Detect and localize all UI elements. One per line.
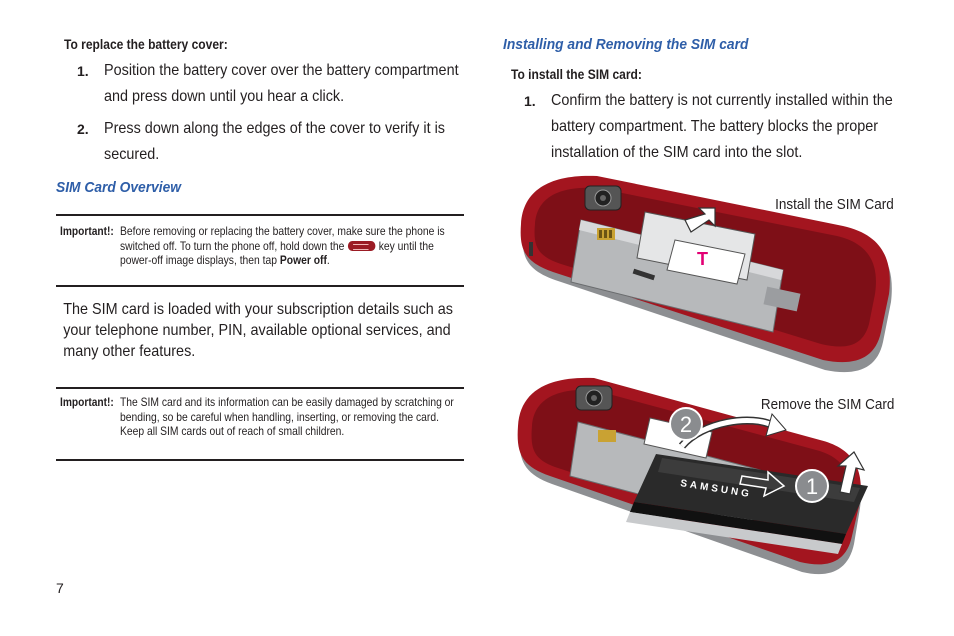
note-text: Before removing or replacing the battery…	[120, 216, 455, 268]
page-number: 7	[56, 580, 64, 596]
arrow-up-icon	[684, 207, 716, 233]
install-step-1: 1. Confirm the battery is not currently …	[503, 88, 941, 166]
note-label: Important!:	[60, 395, 114, 409]
arrow-right-icon	[739, 470, 786, 498]
figure1-caption: Install the SIM Card	[775, 196, 894, 213]
callout-2: 2	[680, 412, 692, 437]
replace-step-1: 1. Position the battery cover over the b…	[56, 58, 464, 110]
replace-step-2: 2. Press down along the edges of the cov…	[56, 116, 464, 168]
left-column: To replace the battery cover: 1. Positio…	[56, 34, 464, 461]
step-number: 2.	[77, 121, 89, 137]
sim-install-section-title: Installing and Removing the SIM card	[503, 36, 749, 53]
important-note-1: Important!: Before removing or replacing…	[56, 214, 464, 287]
step-number: 1.	[524, 93, 536, 109]
sim-overview-title: SIM Card Overview	[56, 179, 182, 196]
remove-sim-illustration: SAMSUNG 2 1	[517, 377, 868, 575]
step-text: Press down along the edges of the cover …	[104, 120, 445, 163]
important-note-2: Important!: The SIM card and its informa…	[56, 387, 464, 461]
note-text: The SIM card and its information can be …	[120, 395, 454, 438]
step-text: Confirm the battery is not currently ins…	[551, 92, 893, 161]
note-text-a: Before removing or replacing the battery…	[120, 224, 445, 253]
sim-overview-body: The SIM card is loaded with your subscri…	[63, 301, 453, 360]
step-number: 1.	[77, 63, 89, 79]
step-text: Position the battery cover over the batt…	[104, 62, 459, 105]
figure2-caption: Remove the SIM Card	[760, 396, 894, 413]
callout-1: 1	[806, 474, 818, 499]
note-period: .	[326, 253, 330, 267]
end-key-icon	[347, 241, 376, 252]
install-sim-heading: To install the SIM card:	[511, 66, 642, 82]
replace-cover-heading: To replace the battery cover:	[64, 36, 228, 52]
note-label: Important!:	[60, 224, 114, 238]
power-off-label: Power off	[279, 253, 327, 267]
svg-text:T: T	[697, 249, 708, 269]
right-column: Installing and Removing the SIM card To …	[503, 34, 903, 166]
note-text-b: key until the power-off image displays, …	[120, 238, 434, 268]
install-sim-illustration: T	[520, 175, 892, 373]
